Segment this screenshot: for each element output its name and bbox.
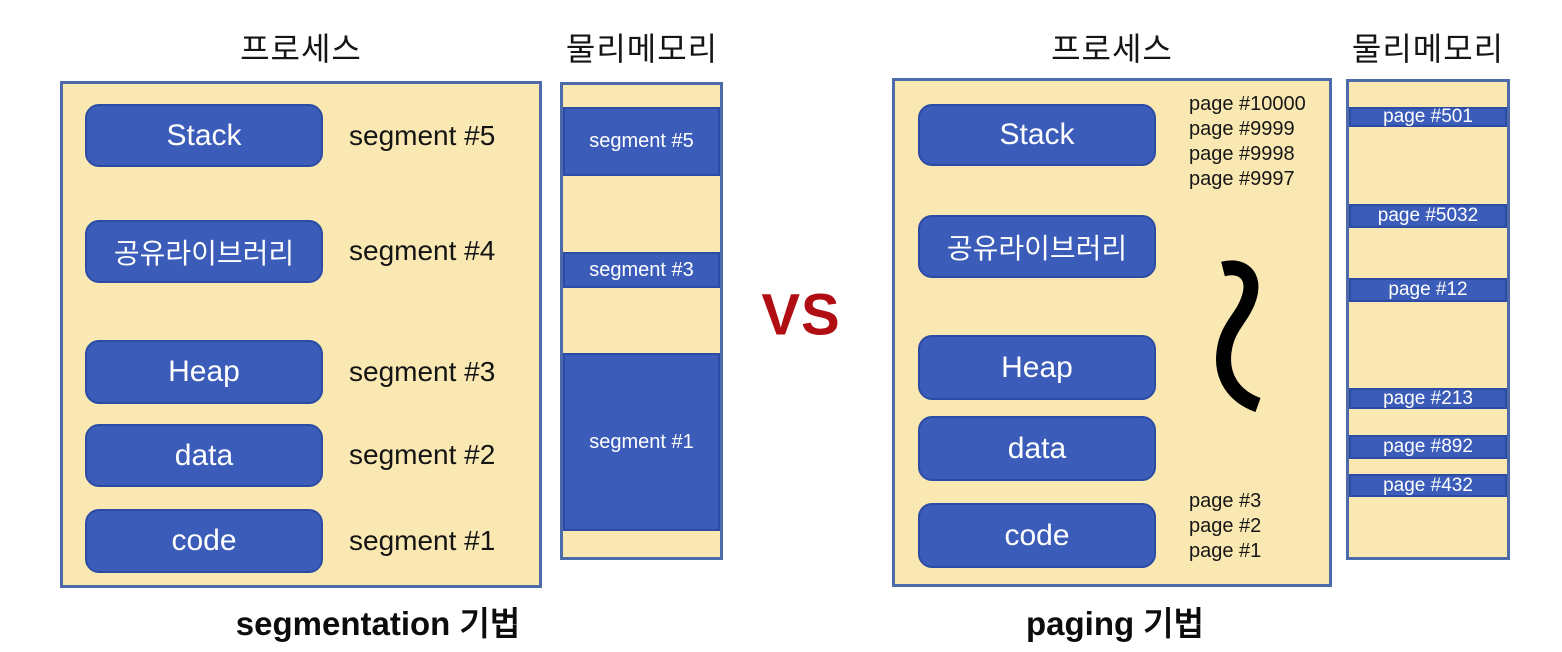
memory-page-501: page #501 [1349, 106, 1507, 127]
stack-page-item: page #9999 [1189, 118, 1295, 140]
left-process-title: 프로세스 [240, 31, 362, 67]
left-physical-memory-title: 물리메모리 [565, 31, 719, 67]
memory-page-892: page #892 [1349, 435, 1507, 459]
stack-page-item: page #10000 [1189, 93, 1306, 115]
right-code-block: code [918, 503, 1156, 568]
code-page-item: page #1 [1189, 540, 1262, 562]
segmentation-caption: segmentation 기법 [235, 605, 521, 642]
right-process-title: 프로세스 [1051, 31, 1173, 67]
memory-page-432: page #432 [1349, 474, 1507, 497]
code-page-item: page #3 [1189, 490, 1262, 512]
memory-segment-3: segment #3 [563, 252, 720, 288]
right-physical-memory-column: page #501 page #5032 page #12 page #213 … [1346, 79, 1510, 560]
right-physical-memory-title: 물리메모리 [1351, 31, 1505, 67]
vs-label: VS [761, 282, 841, 348]
stack-page-item: page #9998 [1189, 143, 1295, 165]
right-heap-block: Heap [918, 335, 1156, 400]
segment-5-label: segment #5 [349, 120, 496, 151]
memory-segment-1: segment #1 [563, 353, 720, 531]
segment-2-label: segment #2 [349, 439, 496, 470]
left-code-block: code [85, 509, 323, 573]
right-data-block: data [918, 416, 1156, 481]
segment-1-label: segment #1 [349, 525, 496, 556]
memory-page-213: page #213 [1349, 388, 1507, 409]
memory-segment-5: segment #5 [563, 107, 720, 176]
right-process-box: Stack 공유라이브러리 Heap data code page #10000… [892, 78, 1332, 587]
memory-page-12: page #12 [1349, 278, 1507, 302]
segment-4-label: segment #4 [349, 235, 496, 266]
right-stack-block: Stack [918, 104, 1156, 166]
stack-page-list: page #10000 page #9999 page #9998 page #… [1189, 92, 1306, 192]
memory-page-5032: page #5032 [1349, 204, 1507, 228]
left-shared-library-block: 공유라이브러리 [85, 220, 323, 283]
left-heap-block: Heap [85, 340, 323, 404]
segment-3-label: segment #3 [349, 356, 496, 387]
ellipsis-squiggle-icon [1216, 260, 1261, 412]
left-process-box: Stack 공유라이브러리 Heap data code segment #5 … [60, 81, 542, 588]
code-page-item: page #2 [1189, 515, 1262, 537]
paging-caption: paging 기법 [1025, 605, 1205, 642]
code-page-list: page #3 page #2 page #1 [1189, 489, 1261, 564]
left-stack-block: Stack [85, 104, 323, 167]
left-data-block: data [85, 424, 323, 487]
right-shared-library-block: 공유라이브러리 [918, 215, 1156, 278]
stack-page-item: page #9997 [1189, 168, 1295, 190]
left-physical-memory-column: segment #5 segment #3 segment #1 [560, 82, 723, 560]
